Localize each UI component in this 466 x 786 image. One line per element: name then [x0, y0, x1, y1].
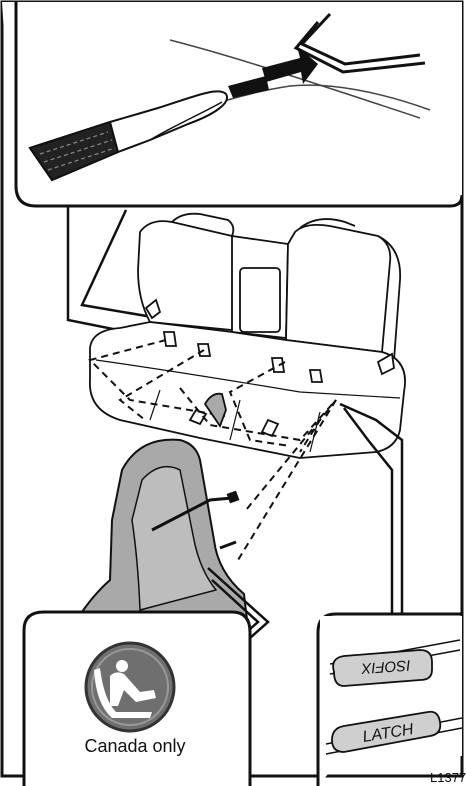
canada-only-label: Canada only [84, 736, 185, 756]
top-inset [2, 2, 462, 206]
latch-connector [227, 491, 240, 504]
anchor-tag-inset: ISOFIX LATCH [318, 614, 462, 786]
seatback-right [286, 225, 390, 352]
figure-code: L13775 [430, 770, 466, 785]
isofix-label: ISOFIX [360, 656, 411, 676]
canada-only-inset: Canada only [24, 612, 250, 786]
rear-seat [90, 214, 405, 458]
